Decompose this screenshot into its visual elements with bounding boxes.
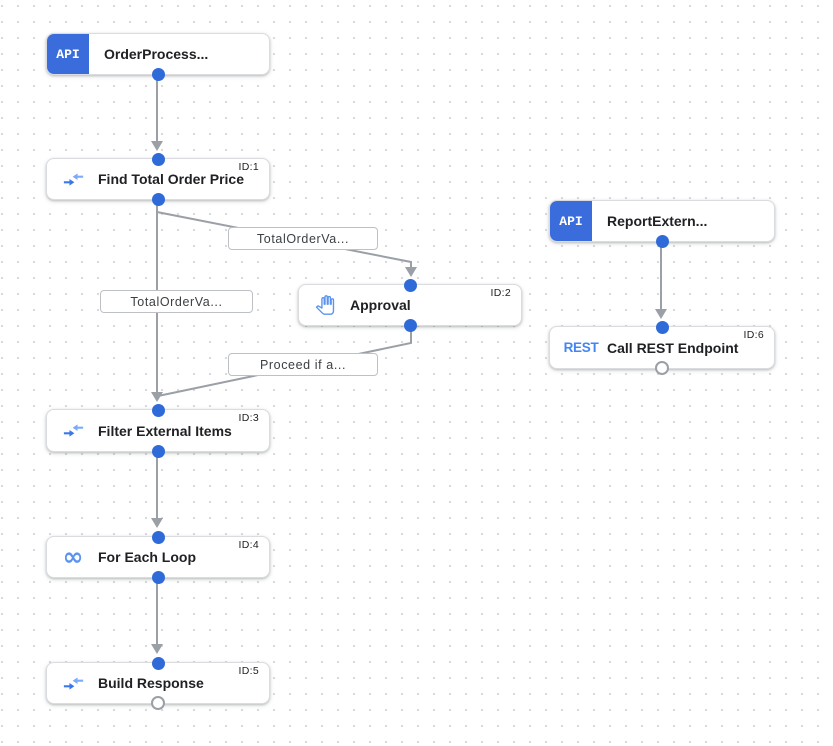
node-id-badge: ID:2 [490, 287, 511, 299]
node-title: Approval [350, 297, 411, 313]
node-title: Call REST Endpoint [607, 339, 739, 356]
node-for-each-loop[interactable]: ID:4 ∞ For Each Loop [46, 530, 270, 584]
node-find-total-order-price[interactable]: ID:1 Find Total Order Price [46, 152, 270, 206]
input-port[interactable] [151, 403, 165, 417]
arrowhead-icon [151, 644, 163, 654]
node-orderprocess-api-trigger[interactable]: API OrderProcess... [46, 33, 270, 81]
arrowhead-icon [655, 309, 667, 319]
output-port[interactable] [151, 570, 165, 584]
input-port[interactable] [151, 656, 165, 670]
node-title: OrderProcess... [104, 46, 209, 62]
node-filter-external-items[interactable]: ID:3 Filter External Items [46, 403, 270, 458]
edge-approval-to-filter [157, 326, 412, 397]
arrowhead-icon [405, 267, 417, 277]
node-build-response[interactable]: ID:5 Build Response [46, 656, 270, 710]
input-port[interactable] [655, 320, 669, 334]
node-id-badge: ID:3 [238, 412, 259, 424]
input-port[interactable] [151, 152, 165, 166]
node-title: Build Response [98, 675, 204, 691]
data-mapping-icon [61, 169, 85, 190]
data-mapping-icon [61, 673, 85, 694]
rest-icon: REST [563, 340, 599, 355]
output-port[interactable] [655, 234, 669, 248]
node-reportextern-api-trigger[interactable]: API ReportExtern... [549, 200, 775, 248]
node-title: Filter External Items [98, 422, 232, 439]
api-trigger-icon: API [47, 34, 89, 74]
arrowhead-icon [151, 141, 163, 151]
output-port[interactable] [151, 444, 165, 458]
node-id-badge: ID:1 [238, 161, 259, 173]
output-port-unconnected[interactable] [151, 696, 165, 710]
output-port-unconnected[interactable] [655, 361, 669, 375]
node-call-rest-endpoint[interactable]: ID:6 REST Call REST Endpoint [549, 320, 775, 375]
node-id-badge: ID:4 [238, 539, 259, 551]
data-mapping-icon [61, 420, 85, 441]
output-port[interactable] [151, 67, 165, 81]
node-title: ReportExtern... [607, 213, 708, 229]
output-port[interactable] [151, 192, 165, 206]
edge-label-proceed-if[interactable]: Proceed if a... [228, 353, 378, 376]
edge-label-totalorderva-to-filter[interactable]: TotalOrderVa... [100, 290, 253, 313]
node-approval[interactable]: ID:2 Approval [298, 278, 522, 332]
output-port[interactable] [403, 318, 417, 332]
api-trigger-icon: API [550, 201, 592, 241]
input-port[interactable] [151, 530, 165, 544]
input-port[interactable] [403, 278, 417, 292]
node-title: For Each Loop [98, 549, 196, 565]
node-id-badge: ID:6 [743, 329, 764, 341]
arrowhead-icon [151, 392, 163, 402]
node-id-badge: ID:5 [238, 665, 259, 677]
arrowhead-icon [151, 518, 163, 528]
approval-hand-icon [313, 295, 337, 315]
edge-label-totalorderva-to-approval[interactable]: TotalOrderVa... [228, 227, 378, 250]
node-title: Find Total Order Price [98, 171, 244, 187]
for-each-loop-icon: ∞ [62, 542, 84, 571]
